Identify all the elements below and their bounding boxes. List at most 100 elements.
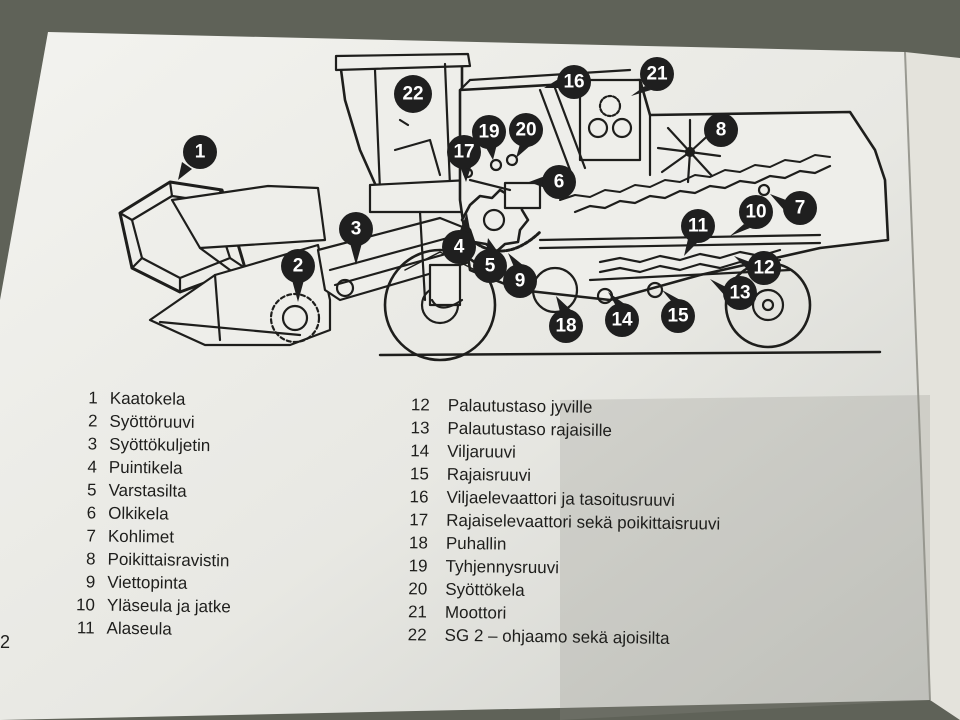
callout-21-label: 21	[646, 64, 668, 85]
legend-label: Palautustaso rajaisille	[447, 418, 613, 441]
straw-walker-rotor	[656, 118, 722, 184]
callout-4: 4	[442, 213, 476, 264]
legend-number: 9	[85, 572, 96, 592]
legend-number: 19	[408, 556, 428, 576]
legend-label: Alaseula	[106, 618, 172, 639]
callout-15-label: 15	[667, 306, 689, 327]
legend-label: Viljaelevaattori ja tasoitusruuvi	[446, 487, 676, 510]
legend-label: Tyhjennysruuvi	[445, 556, 560, 578]
legend-number: 11	[76, 618, 95, 638]
legend-item: 6 Olkikela	[58, 501, 232, 526]
callout-16-label: 16	[563, 72, 584, 93]
callout-4-label: 4	[454, 237, 465, 258]
legend-label: Syöttökela	[445, 579, 525, 600]
legend-number: 3	[87, 434, 98, 454]
callout-20-label: 20	[515, 120, 536, 141]
callout-5: 5	[473, 238, 507, 283]
callout-5-label: 5	[485, 256, 496, 277]
legend-item: 7 Kohlimet	[58, 524, 232, 549]
callout-7: 7	[770, 191, 817, 225]
callouts: 1 2 3 4 5 6 7	[178, 57, 817, 343]
callout-14-label: 14	[611, 310, 633, 331]
legend-label: Puintikela	[108, 457, 183, 478]
legend-number: 5	[86, 480, 97, 500]
legend-label: Kaatokela	[109, 388, 186, 409]
legend-number: 14	[410, 441, 430, 461]
legend-item: 9 Viettopinta	[57, 570, 231, 595]
callout-8: 8	[704, 113, 738, 147]
legend-label: SG 2 – ohjaamo sekä ajoisilta	[444, 625, 670, 648]
legend-label: Rajaisruuvi	[446, 464, 532, 485]
legend-label: Puhallin	[445, 533, 507, 554]
callout-9-label: 9	[515, 271, 526, 292]
callout-11-label: 11	[688, 216, 709, 237]
callout-1: 1	[178, 135, 217, 180]
callout-9: 9	[503, 253, 537, 298]
callout-15: 15	[661, 290, 695, 333]
legend-number: 18	[408, 533, 429, 553]
legend-number: 1	[88, 388, 98, 408]
legend-item: 10 Yläseula ja jatke	[57, 593, 231, 618]
legend-number: 7	[86, 526, 97, 546]
legend-number: 15	[409, 464, 430, 484]
callout-3-label: 3	[351, 219, 362, 240]
callout-12-label: 12	[753, 258, 774, 279]
callout-13-label: 13	[729, 283, 750, 304]
callout-14: 14	[605, 292, 639, 337]
legend-number: 6	[86, 503, 97, 523]
legend-number: 10	[75, 595, 96, 615]
legend-label: Viljaruuvi	[447, 441, 516, 462]
callout-3: 3	[339, 212, 373, 265]
legend-right: 12 Palautustaso jyville 13 Palautustaso ra…	[388, 393, 722, 651]
callout-21: 21	[631, 57, 674, 96]
legend-label: Varstasilta	[108, 480, 187, 501]
legend-item: 4 Puintikela	[59, 455, 233, 480]
legend-label: Yläseula ja jatke	[106, 595, 231, 617]
legend-item: 5 Varstasilta	[58, 478, 232, 503]
callout-11: 11	[681, 209, 715, 256]
legend-item: 2 Syöttöruuvi	[59, 409, 233, 434]
legend-number: 17	[409, 510, 429, 530]
legend-label: Palautustaso jyville	[447, 395, 593, 417]
callout-20: 20	[509, 113, 543, 158]
legend-label: Moottori	[444, 602, 507, 623]
callout-18: 18	[549, 296, 583, 343]
legend-number: 2	[87, 411, 98, 431]
legend-number: 4	[87, 457, 98, 477]
legend-item: 11 Alaseula	[56, 616, 230, 641]
legend-label: Poikittaisravistin	[107, 549, 230, 571]
legend-item: 3 Syöttökuljetin	[59, 432, 233, 457]
callout-10: 10	[730, 195, 773, 236]
legend-label: Olkikela	[108, 503, 169, 524]
callout-22-label: 22	[402, 84, 423, 105]
callout-8-label: 8	[716, 120, 727, 141]
legend-number: 12	[410, 395, 430, 415]
callout-2-label: 2	[293, 256, 304, 277]
callout-19-label: 19	[478, 122, 499, 143]
callout-18-label: 18	[555, 316, 576, 337]
legend-number: 21	[407, 602, 428, 622]
callout-16: 16	[544, 65, 591, 99]
callout-7-label: 7	[795, 198, 806, 219]
legend-item: 1 Kaatokela	[60, 386, 234, 411]
callout-13: 13	[710, 276, 757, 310]
legend-label: Viettopinta	[107, 572, 188, 593]
callout-10-label: 10	[745, 202, 766, 223]
legend-number: 13	[410, 418, 430, 438]
next-page-edge	[905, 52, 960, 720]
legend-label: Syöttökuljetin	[109, 434, 211, 456]
callout-6: 6	[529, 165, 576, 199]
legend-number: 20	[408, 579, 428, 599]
callout-17: 17	[447, 135, 481, 182]
callout-1-label: 1	[195, 142, 206, 163]
legend-number: 22	[407, 625, 427, 645]
callout-17-label: 17	[453, 142, 474, 163]
callout-22: 22	[394, 75, 432, 113]
legend-label: Syöttöruuvi	[109, 411, 195, 432]
callout-12: 12	[734, 251, 781, 285]
legend-label: Kohlimet	[107, 526, 175, 547]
legend-item: 22 SG 2 – ohjaamo sekä ajoisilta	[388, 623, 718, 651]
